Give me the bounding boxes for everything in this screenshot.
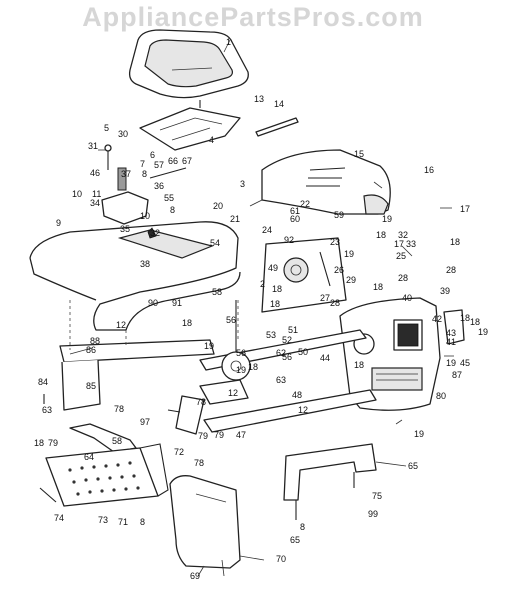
seat bbox=[128, 29, 249, 99]
lift-bracket bbox=[443, 309, 465, 345]
rear-body-fender bbox=[29, 221, 241, 331]
front-axle-bracket bbox=[283, 443, 377, 520]
watermark: AppliancePartsPros.com bbox=[82, 2, 424, 32]
control-panel bbox=[339, 297, 441, 411]
belt-guard bbox=[169, 475, 241, 569]
dash-panel bbox=[261, 237, 347, 313]
main-frame bbox=[59, 300, 377, 433]
bolt bbox=[39, 487, 57, 503]
steering-assembly bbox=[199, 300, 251, 405]
seat-bracket bbox=[101, 144, 187, 225]
leader-lines bbox=[69, 39, 454, 577]
hood bbox=[261, 149, 391, 215]
brake-pedal bbox=[167, 395, 205, 435]
footrest bbox=[45, 423, 169, 507]
trim-strip bbox=[255, 117, 299, 137]
seat-support-plate bbox=[139, 100, 241, 151]
